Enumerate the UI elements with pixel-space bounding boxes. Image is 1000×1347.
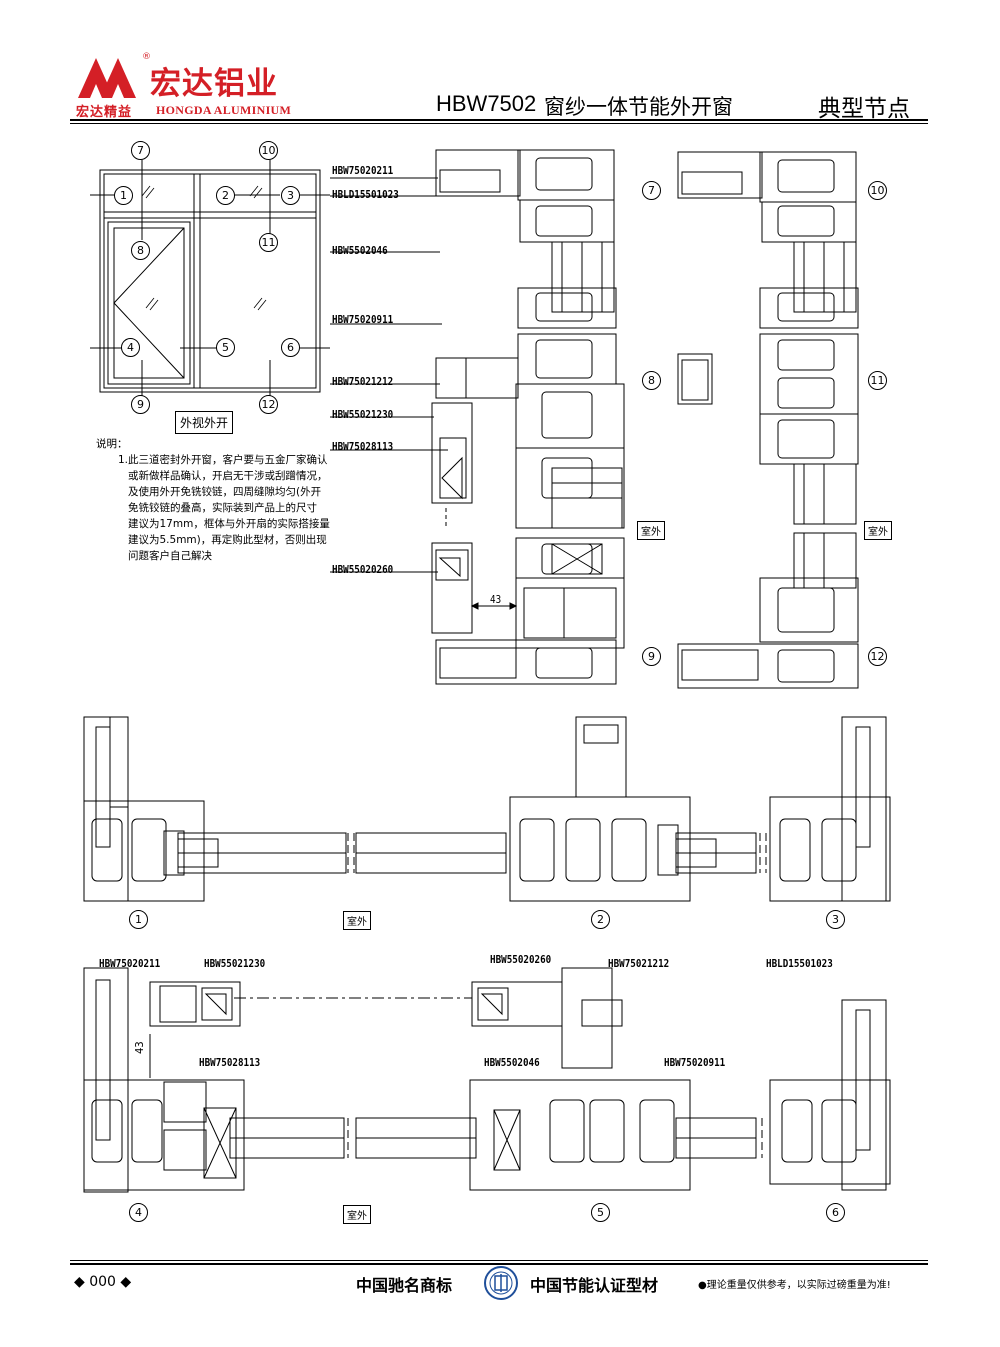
label-lower-HBW75021212: HBW75021212 xyxy=(608,958,670,970)
note-line: 或新做样品确认，开启无干涉或刮蹭情况， xyxy=(128,470,328,482)
label-HBW55021230: HBW55021230 xyxy=(332,409,394,421)
node-marker-9-section: 9 xyxy=(642,647,661,666)
node-marker-12: 12 xyxy=(259,395,278,414)
header-rule xyxy=(70,119,928,121)
dimension-43: 43 xyxy=(490,594,502,606)
logo-slogan: 宏达精益 xyxy=(76,105,133,120)
notes-block: 说明： 1.此三道密封外开窗，客户要与五金厂家确认 或新做样品确认，开启无干涉或… xyxy=(96,436,356,564)
label-lower-HBW75020911: HBW75020911 xyxy=(664,1057,726,1069)
page-number: ◆ 000 ◆ xyxy=(74,1274,131,1290)
node-marker-5: 5 xyxy=(216,338,235,357)
note-line: 免铣铰链的叠高，实际装到产品上的尺寸 xyxy=(128,502,317,514)
label-lower-HBLD15501023: HBLD15501023 xyxy=(766,958,833,970)
label-lower-HBW55020260: HBW55020260 xyxy=(490,954,552,966)
vertical-section-drawing-right xyxy=(677,151,859,689)
logo-chinese: 宏达铝业 xyxy=(150,66,278,102)
node-marker-7: 7 xyxy=(131,141,150,160)
label-HBW55020260: HBW55020260 xyxy=(332,564,394,576)
node-marker-10-section: 10 xyxy=(868,181,887,200)
product-title: 窗纱一体节能外开窗 xyxy=(544,95,733,119)
horizontal-section-drawing-lower xyxy=(83,967,891,1193)
outdoor-tag: 室外 xyxy=(637,521,665,540)
node-marker-2: 2 xyxy=(216,186,235,205)
disclaimer-text: ●理论重量仅供参考，以实际过磅重量为准! xyxy=(698,1280,891,1291)
notes-heading: 说明： xyxy=(96,438,128,450)
section-title: 典型节点 xyxy=(818,96,910,122)
label-HBW75020211: HBW75020211 xyxy=(332,165,394,177)
node-marker-2-horizontal: 2 xyxy=(591,910,610,929)
note-line: 及使用外开免铣铰链，四周缝隙均匀(外开 xyxy=(128,486,322,498)
certification-text: 中国节能认证型材 xyxy=(530,1276,659,1295)
node-marker-8: 8 xyxy=(131,241,150,260)
node-marker-12-section: 12 xyxy=(868,647,887,666)
trademark-text: 中国驰名商标 xyxy=(356,1276,453,1295)
label-HBW75021212: HBW75021212 xyxy=(332,376,394,388)
horizontal-section-drawing-upper xyxy=(83,716,891,902)
leader-lines xyxy=(330,177,448,573)
logo-mark-icon xyxy=(78,58,136,98)
footer-rule xyxy=(70,1260,928,1261)
node-marker-3-horizontal: 3 xyxy=(826,910,845,929)
node-marker-8-section: 8 xyxy=(642,371,661,390)
node-marker-6-horizontal: 6 xyxy=(826,1203,845,1222)
node-marker-11-section: 11 xyxy=(868,371,887,390)
label-HBW75028113: HBW75028113 xyxy=(332,441,394,453)
label-HBW75020911: HBW75020911 xyxy=(332,314,394,326)
node-marker-4-horizontal: 4 xyxy=(129,1203,148,1222)
node-marker-5-horizontal: 5 xyxy=(591,1203,610,1222)
note-line: 建议为17mm，框体与外开扇的实际搭接量 xyxy=(128,518,330,530)
diamond-icon: ◆ xyxy=(74,1274,85,1290)
view-caption: 外视外开 xyxy=(175,411,234,434)
vertical-section-drawing-left xyxy=(431,149,625,685)
note-line: 1.此三道密封外开窗，客户要与五金厂家确认 xyxy=(118,454,328,466)
logo-english: HONGDA ALUMINIUM xyxy=(156,103,292,117)
header-rule-thin xyxy=(70,123,928,124)
registered-mark: ® xyxy=(142,52,151,62)
label-lower-HBW5502046: HBW5502046 xyxy=(484,1057,540,1069)
node-marker-7-section: 7 xyxy=(642,181,661,200)
node-marker-1-horizontal: 1 xyxy=(129,910,148,929)
outdoor-tag-right: 室外 xyxy=(864,521,892,540)
note-line: 问题客户自己解决 xyxy=(128,550,212,562)
node-marker-1: 1 xyxy=(114,186,133,205)
label-lower-HBW55021230: HBW55021230 xyxy=(204,958,266,970)
label-HBLD15501023: HBLD15501023 xyxy=(332,189,399,201)
dimension-43-lower: 43 xyxy=(134,1041,146,1054)
node-marker-10: 10 xyxy=(259,141,278,160)
node-marker-6: 6 xyxy=(281,338,300,357)
footer-rule-thick xyxy=(70,1263,928,1265)
label-lower-HBW75028113: HBW75028113 xyxy=(199,1057,261,1069)
note-line: 建议为5.5mm)，再定购此型材，否则出现 xyxy=(128,534,327,546)
diamond-icon: ◆ xyxy=(120,1274,132,1290)
outdoor-tag-lower: 室外 xyxy=(343,1205,371,1224)
certification-badge-icon xyxy=(484,1266,518,1300)
node-marker-4: 4 xyxy=(121,338,140,357)
label-lower-HBW75020211: HBW75020211 xyxy=(99,958,161,970)
outdoor-tag-upper: 室外 xyxy=(343,911,371,930)
model-number: HBW7502 xyxy=(436,91,537,116)
node-marker-11: 11 xyxy=(259,233,278,252)
page-number-value: 000 xyxy=(89,1274,116,1290)
label-HBW5502046: HBW5502046 xyxy=(332,245,388,257)
node-marker-9: 9 xyxy=(131,395,150,414)
node-marker-3: 3 xyxy=(281,186,300,205)
